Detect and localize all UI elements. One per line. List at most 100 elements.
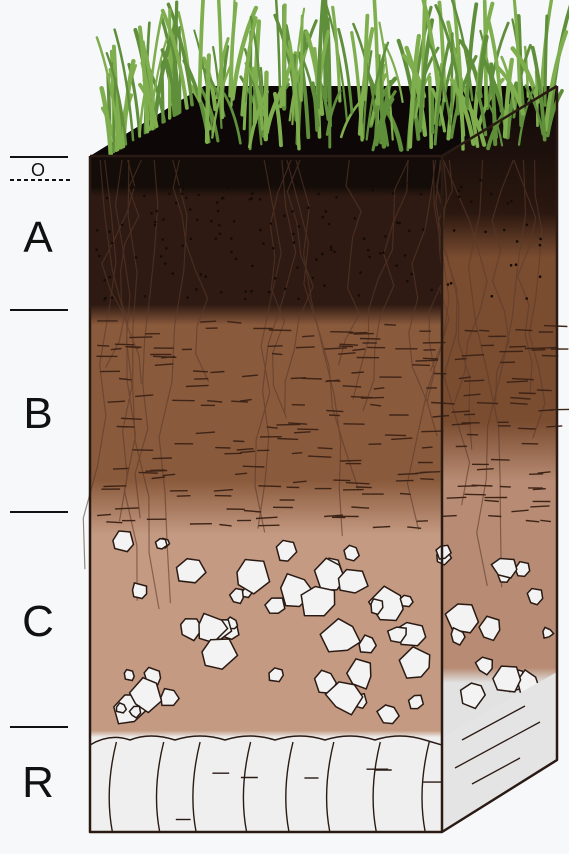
soil-particle: [103, 298, 106, 301]
soil-particle: [219, 291, 223, 294]
texture-dash: [479, 329, 490, 332]
texture-dash: [154, 363, 174, 366]
soil-particle: [143, 295, 147, 298]
texture-dash: [116, 425, 135, 428]
root: [134, 159, 159, 519]
grass-blade: [311, 81, 319, 132]
pebble: [358, 634, 378, 654]
grass-blade: [331, 5, 342, 103]
soil-particle: [430, 288, 434, 292]
root: [337, 159, 362, 366]
texture-dash: [192, 370, 208, 373]
grass-blade: [530, 45, 547, 142]
soil-particle: [186, 296, 189, 299]
texture-dash: [342, 385, 362, 388]
texture-dash: [240, 450, 255, 454]
texture-dash: [476, 468, 494, 471]
grass-blade: [230, 5, 259, 101]
soil-particle: [490, 192, 493, 196]
texture-dash: [530, 505, 550, 508]
grass-blade: [113, 28, 135, 142]
block-outline: [88, 84, 559, 834]
root: [119, 159, 142, 384]
texture-dash: [295, 346, 315, 349]
texture-dash: [135, 394, 154, 398]
texture-dash: [537, 471, 551, 474]
texture-dash: [258, 524, 280, 527]
pebble: [175, 557, 207, 584]
soil-particle: [251, 264, 254, 268]
grass-blade: [489, 62, 498, 147]
soil-particle: [210, 219, 213, 223]
texture-dash: [384, 434, 407, 437]
soil-particle: [196, 218, 199, 222]
soil-particle: [292, 241, 296, 244]
root: [286, 159, 360, 491]
soil-particle: [297, 297, 300, 301]
pebble: [131, 581, 148, 600]
pebble: [386, 626, 407, 644]
texture-dash: [454, 357, 467, 361]
texture-dash: [120, 417, 142, 420]
pebble: [407, 694, 425, 710]
texture-dash: [258, 485, 282, 488]
texture-dash: [302, 335, 315, 338]
soil-particle: [283, 214, 286, 217]
pebble: [399, 594, 414, 608]
texture-dash: [384, 323, 397, 326]
soil-particle: [214, 237, 218, 240]
soil-particle: [248, 197, 252, 201]
soil-particle: [452, 229, 456, 232]
texture-dash: [276, 423, 301, 426]
soil-particle: [353, 217, 357, 220]
texture-dash: [351, 371, 364, 374]
pebble: [115, 701, 128, 714]
soil-particle: [180, 192, 184, 196]
texture-dash: [243, 509, 262, 513]
texture-dash: [536, 389, 552, 392]
bedrock-crack: [192, 741, 201, 833]
grass-blade: [304, 30, 325, 117]
root: [408, 159, 438, 437]
texture-dash: [506, 380, 529, 383]
texture-dash: [240, 398, 252, 402]
b-horizon-label: B: [23, 389, 52, 438]
soil-particle: [490, 294, 494, 298]
texture-dash: [293, 431, 311, 434]
texture-dash: [329, 414, 340, 417]
grass-blade: [464, 2, 479, 110]
texture-dash: [353, 332, 374, 335]
pebble: [478, 615, 501, 642]
texture-dash: [441, 514, 457, 518]
r-horizon-label: R: [22, 758, 54, 807]
texture-dash: [242, 465, 265, 468]
grass-blade: [450, 32, 454, 115]
texture-dash: [421, 430, 444, 433]
texture-dash: [200, 320, 217, 323]
soil-particle: [181, 183, 185, 186]
grass-blade: [325, 89, 342, 136]
bedrock-cracks: [108, 741, 444, 833]
texture-dash: [373, 387, 385, 390]
texture-dash: [110, 347, 122, 351]
texture-dash: [236, 448, 254, 451]
pebble: [236, 558, 271, 595]
soil-particle: [162, 218, 165, 221]
texture-dash: [268, 329, 292, 332]
grass-blade: [108, 67, 123, 150]
soil-particle: [403, 254, 407, 257]
soil-particle: [233, 186, 236, 190]
soil-particle: [195, 288, 198, 291]
soil-particle: [258, 198, 262, 201]
pebble: [313, 557, 346, 592]
texture-dash: [227, 320, 242, 324]
texture-dash: [345, 481, 370, 485]
texture-dash: [352, 348, 366, 352]
soil-particle: [230, 250, 233, 254]
soil-particle: [230, 237, 233, 240]
texture-dash: [118, 377, 132, 381]
soil-particle: [168, 192, 171, 196]
horizon-labels: O A B C R: [10, 156, 70, 807]
grass-blade: [160, 8, 189, 110]
pebble: [112, 530, 135, 553]
